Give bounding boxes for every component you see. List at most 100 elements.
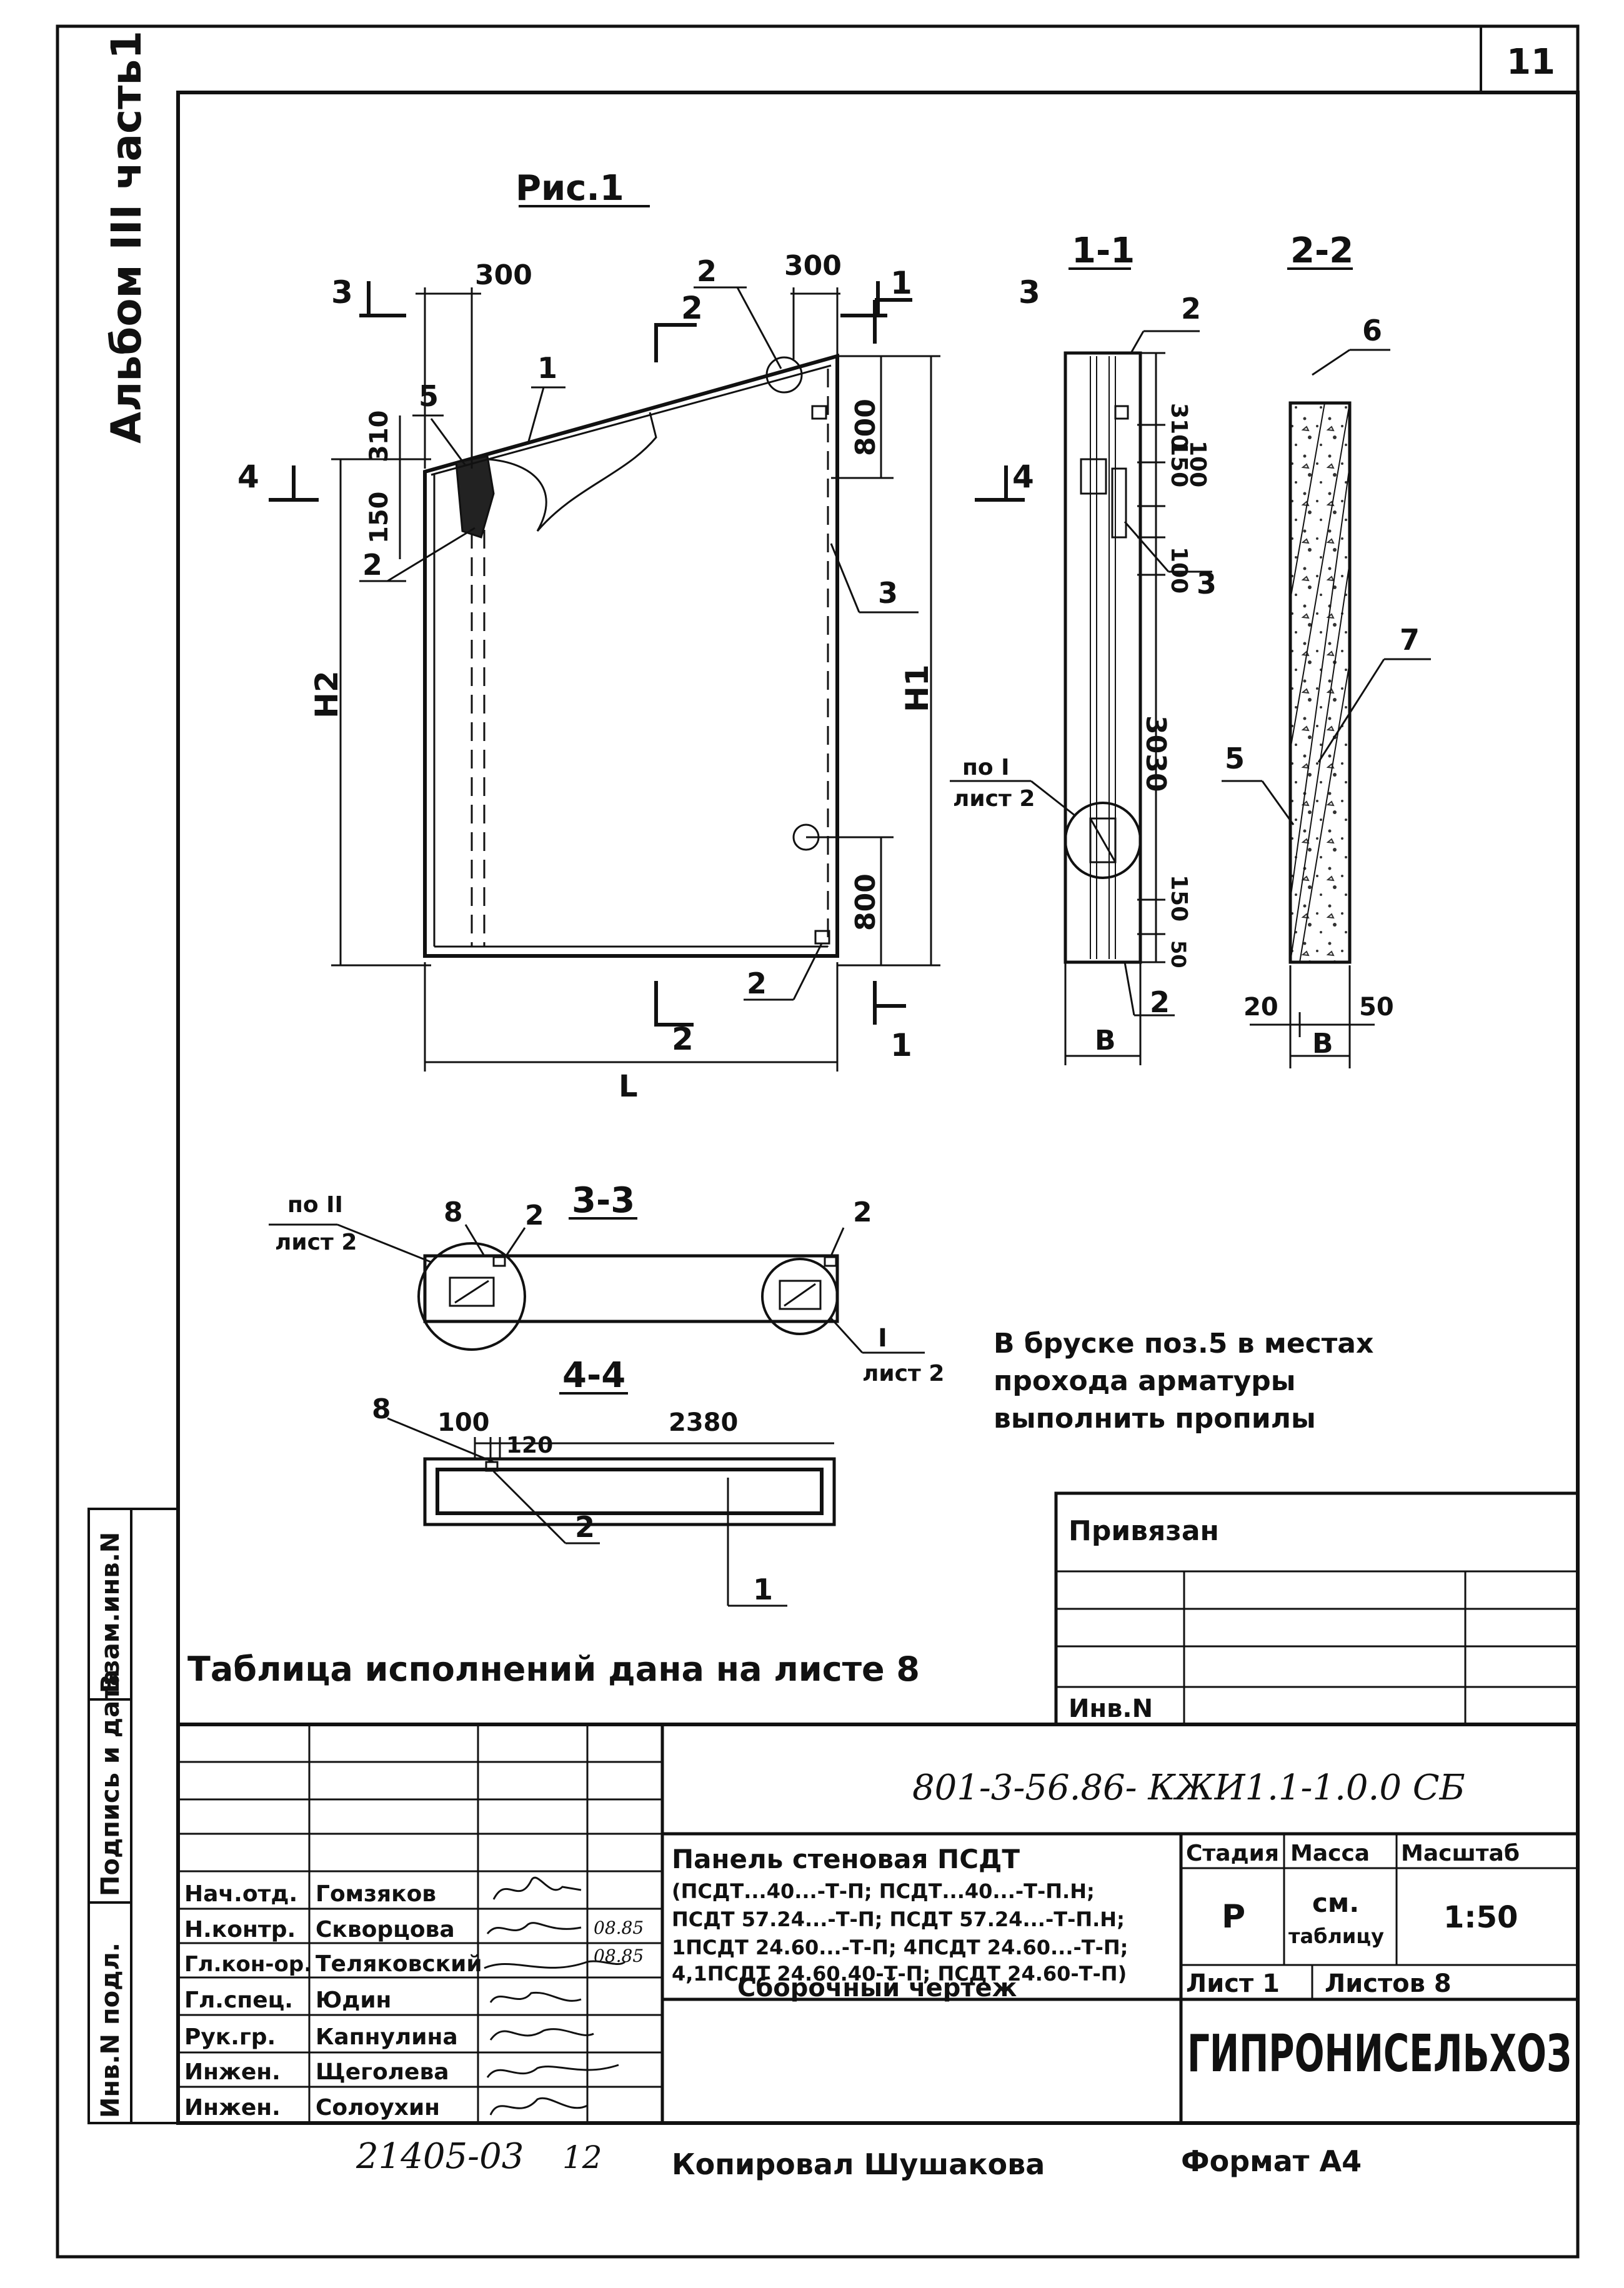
s22-callout-7: 7 xyxy=(1400,623,1420,657)
s11-dim-310: 310 xyxy=(1166,403,1192,450)
staff-role-7: Инжен. xyxy=(184,2095,281,2121)
s11-dim-100a: 100 xyxy=(1185,440,1210,487)
section-3-3-drawing xyxy=(269,1223,925,1354)
s11-dim-100b: 100 xyxy=(1166,547,1192,594)
staff-date-2: 08.85 xyxy=(594,1917,644,1938)
signature-1 xyxy=(492,1876,582,1900)
s33-callout-8: 8 xyxy=(444,1196,463,1228)
s44-callout-8: 8 xyxy=(372,1393,391,1425)
s11-callout-3: 3 xyxy=(1197,567,1217,600)
s33-ref-ii: по II xyxy=(287,1192,343,1218)
s44-callout-2: 2 xyxy=(575,1510,595,1544)
dim-300-right: 300 xyxy=(784,250,842,282)
s11-callout-2: 2 xyxy=(1181,292,1201,326)
staff-name-3: Теляковский xyxy=(316,1951,482,1977)
section-mark-4b: 4 xyxy=(1012,459,1034,495)
staff-name-2: Скворцова xyxy=(316,1917,455,1942)
scale-label: Масштаб xyxy=(1401,1841,1520,1866)
dim-310: 310 xyxy=(365,410,394,463)
section-1-1-title: 1-1 xyxy=(1072,231,1135,271)
copied-by: Копировал Шушакова xyxy=(672,2147,1045,2181)
signature-5 xyxy=(489,2028,594,2041)
archive-page: 12 xyxy=(562,2139,602,2176)
signature-3 xyxy=(484,1960,626,1969)
figure-dimensions xyxy=(331,287,940,1072)
s33-callout-2a: 2 xyxy=(525,1200,544,1231)
s22-callout-6: 6 xyxy=(1362,314,1382,347)
s44-dim-2380: 2380 xyxy=(669,1408,738,1437)
s44-dim-100: 100 xyxy=(437,1408,490,1437)
paper-format: Формат А4 xyxy=(1181,2144,1362,2178)
section-mark-3a: 3 xyxy=(331,274,353,311)
s11-dim-150b: 150 xyxy=(1166,875,1192,922)
section-3-3-title: 3-3 xyxy=(572,1180,635,1221)
section-marks xyxy=(269,281,1025,1027)
s11-callout-2b: 2 xyxy=(1150,985,1170,1019)
organization: ГИПРОНИСЕЛЬХОЗ xyxy=(1187,2024,1572,2084)
staff-name-6: Щеголева xyxy=(316,2059,449,2085)
staff-role-5: Рук.гр. xyxy=(184,2024,276,2050)
desc-line-4: 1ПСДТ 24.60...-Т-П; 4ПСДТ 24.60...-Т-П; xyxy=(672,1936,1128,1959)
mass-label: Масса xyxy=(1290,1841,1370,1866)
album-label: Альбом III часть1 xyxy=(102,31,151,444)
sheets-total: Листов 8 xyxy=(1325,1969,1452,1998)
signature-6 xyxy=(486,2064,619,2078)
left-strip-sign: Подпись и дата xyxy=(96,1669,125,1896)
section-2-2-title: 2-2 xyxy=(1290,231,1353,271)
staff-name-4: Юдин xyxy=(316,1987,391,2013)
doc-code: 801-3-56.86- КЖИ1.1-1.0.0 СБ xyxy=(912,1768,1465,1808)
desc-line-3: ПСДТ 57.24...-Т-П; ПСДТ 57.24...-Т-П.Н; xyxy=(672,1907,1125,1931)
dim-300-left: 300 xyxy=(475,259,532,291)
staff-role-4: Гл.спец. xyxy=(184,1987,293,2013)
s11-dim-50: 50 xyxy=(1167,940,1190,968)
dim-800-top: 800 xyxy=(850,399,882,456)
s44-dim-120: 120 xyxy=(506,1433,553,1458)
note-line-1: В бруске поз.5 в местах xyxy=(994,1328,1373,1360)
desc-line-1: Панель стеновая ПСДТ xyxy=(672,1844,1020,1874)
sheet-number: Лист 1 xyxy=(1186,1969,1280,1998)
s11-dim-3030: 3030 xyxy=(1140,715,1172,792)
s33-ref-i-sheet: лист 2 xyxy=(862,1361,944,1386)
mass-value-2: таблицу xyxy=(1288,1924,1384,1948)
desc-line-6: Сборочный чертеж xyxy=(737,1974,1017,2002)
signature-7 xyxy=(489,2097,588,2116)
s44-callout-1: 1 xyxy=(753,1573,773,1606)
binding-inv: Инв.N xyxy=(1069,1694,1153,1723)
panel-outline xyxy=(423,354,839,958)
callout-2: 2 xyxy=(697,254,717,288)
desc-line-5: 4,1ПСДТ 24.60.40-Т-П; ПСДТ 24.60-Т-П) xyxy=(672,1962,1127,1986)
signature-4 xyxy=(489,1991,582,2003)
section-mark-2a: 2 xyxy=(681,290,703,326)
s22-callout-5: 5 xyxy=(1225,742,1245,775)
section-2-2-drawing xyxy=(1222,349,1431,1068)
staff-role-2: Н.контр. xyxy=(184,1917,296,1942)
staff-name-5: Капнулина xyxy=(316,2024,458,2050)
signature-2 xyxy=(486,1922,582,1934)
left-strip-inv: Инв.N подл. xyxy=(96,1942,125,2118)
label-h1: H1 xyxy=(899,664,935,712)
page-number: 11 xyxy=(1507,42,1555,82)
archive-number: 21405-03 xyxy=(356,2136,524,2177)
section-mark-1b: 1 xyxy=(890,1027,912,1063)
section-mark-3b: 3 xyxy=(1019,274,1040,311)
table-note: Таблица исполнений дана на листе 8 xyxy=(187,1649,920,1689)
s11-ref-sheet: лист 2 xyxy=(953,786,1035,812)
binding-title: Привязан xyxy=(1069,1515,1219,1547)
section-mark-1a: 1 xyxy=(890,265,912,301)
s11-dim-150: 150 xyxy=(1166,440,1192,487)
scale-value: 1:50 xyxy=(1443,1900,1518,1935)
s33-ref-ii-sheet: лист 2 xyxy=(275,1230,357,1255)
stage-value: Р xyxy=(1222,1898,1245,1936)
dim-800-bottom: 800 xyxy=(850,873,882,931)
section-mark-4a: 4 xyxy=(237,459,259,495)
staff-role-1: Нач.отд. xyxy=(184,1881,297,1907)
s11-ref-text: по I xyxy=(962,755,1010,780)
s22-dim-50: 50 xyxy=(1359,993,1394,1022)
callout-3: 3 xyxy=(878,576,898,610)
section-4-4-title: 4-4 xyxy=(562,1355,625,1396)
desc-line-2: (ПСДТ...40...-Т-П; ПСДТ...40...-Т-П.Н; xyxy=(672,1879,1095,1903)
s33-ref-i: I xyxy=(878,1324,887,1353)
section-4-4-drawing xyxy=(387,1417,836,1607)
signatures xyxy=(484,1876,626,2116)
